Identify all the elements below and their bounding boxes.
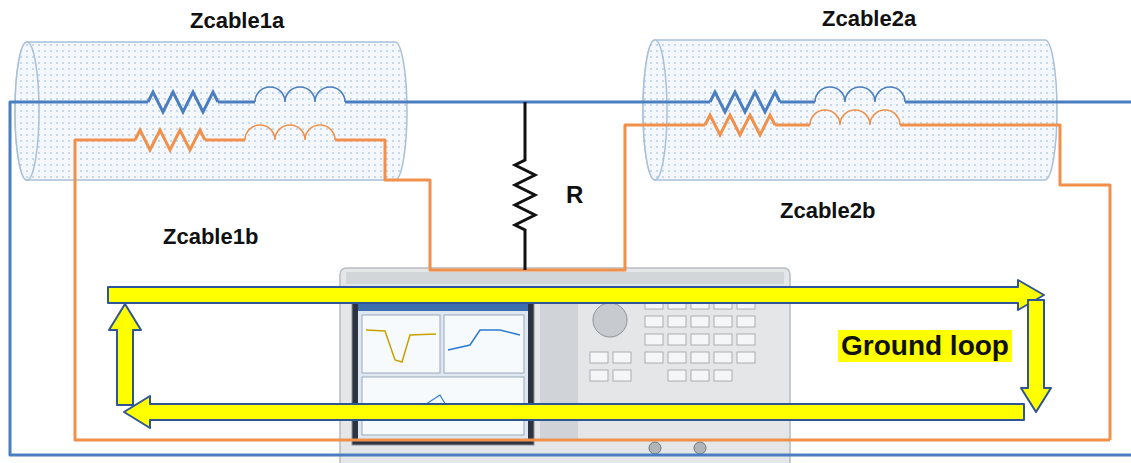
loop-label: Ground loop [838, 330, 1012, 362]
cable-label: Zcable2a [822, 6, 916, 31]
orange-conductor [75, 125, 1110, 440]
resistor-symbol [148, 92, 780, 112]
cable-label: Zcable1b [163, 224, 258, 249]
cable-label: Zcable1a [190, 8, 284, 33]
blue-conductor [10, 102, 1131, 455]
loop-arrow [108, 280, 1051, 428]
inductor-symbol [255, 87, 905, 102]
inductor-symbol [245, 110, 900, 140]
resistor-symbol [135, 115, 775, 150]
cable-cylinder [643, 40, 1057, 180]
resistor-label: R [566, 181, 583, 209]
cable-label: Zcable2b [780, 198, 875, 223]
resistor-symbol [515, 102, 535, 270]
